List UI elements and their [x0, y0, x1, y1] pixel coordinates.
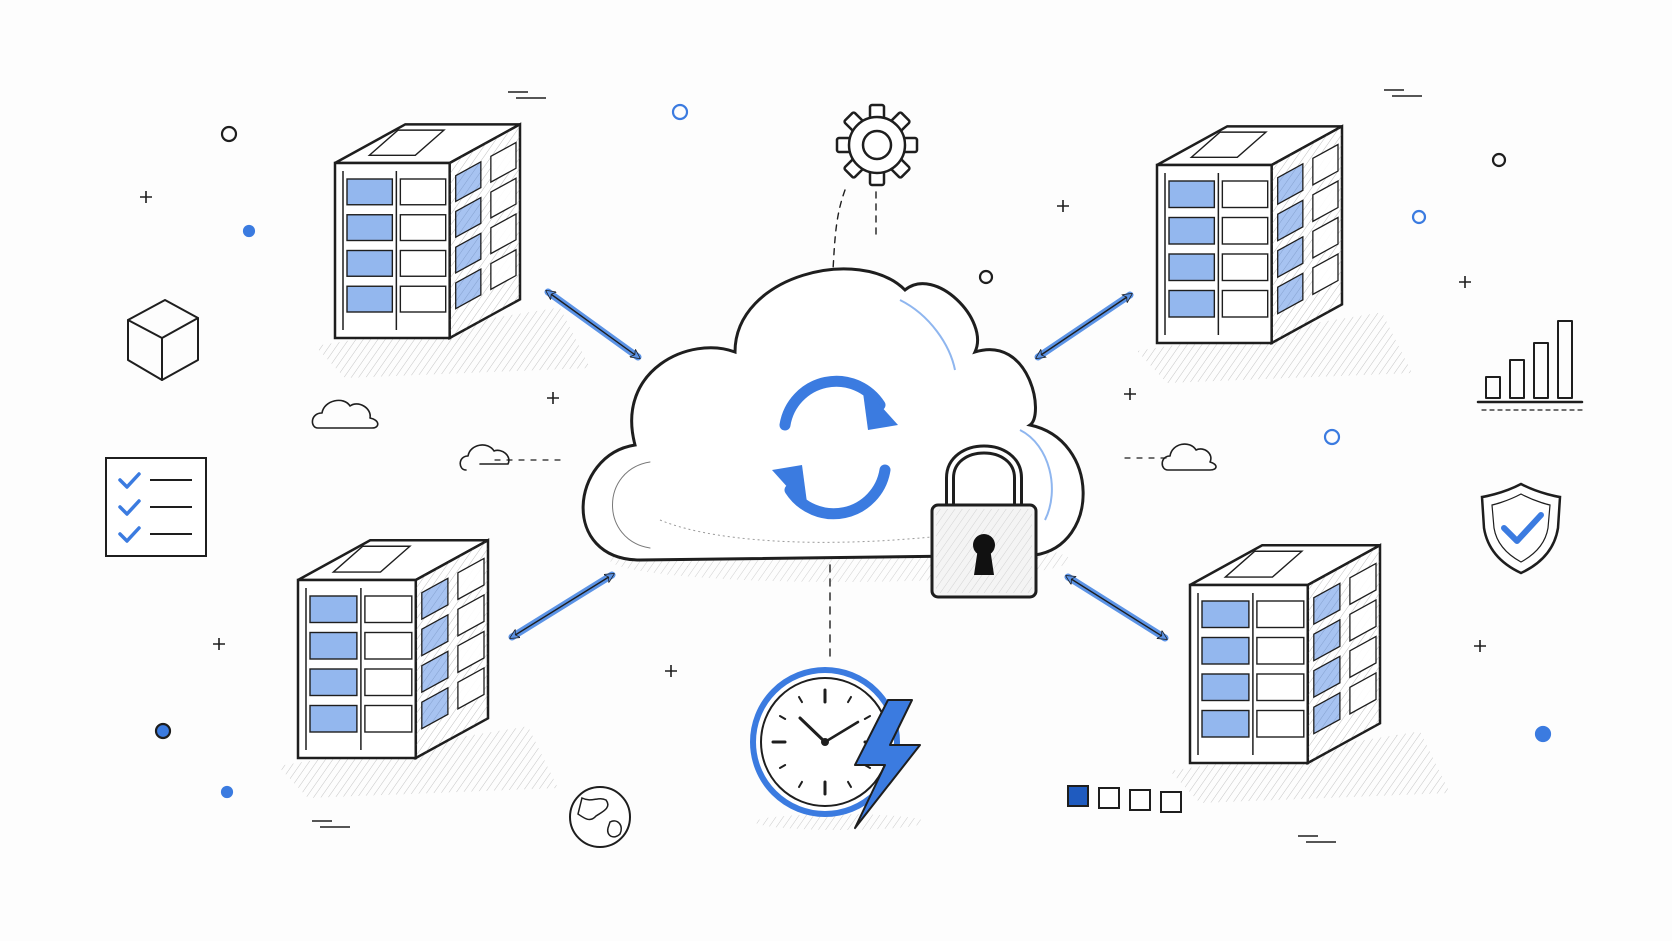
plus-mark — [665, 665, 677, 677]
sync-arrows-icon — [772, 375, 898, 520]
progress-square — [1160, 791, 1182, 813]
plus-mark — [140, 191, 152, 203]
dot — [220, 125, 238, 143]
checklist-row — [118, 526, 192, 543]
plus-mark — [1124, 388, 1136, 400]
dot — [978, 269, 994, 285]
plus-mark — [1057, 200, 1069, 212]
dot — [1491, 152, 1507, 168]
dash-mark — [508, 91, 546, 99]
cube-icon — [127, 299, 199, 381]
progress-square — [1129, 789, 1151, 811]
progress-squares-icon — [1067, 785, 1182, 813]
bar-chart-icon — [1476, 320, 1587, 411]
dot — [1323, 428, 1341, 446]
server-bottom-right — [1170, 543, 1450, 803]
dash-mark — [1384, 89, 1422, 97]
arrow-top-right — [1034, 291, 1134, 361]
dot — [242, 224, 256, 238]
dash-mark — [312, 820, 350, 828]
small-cloud-icon-left — [459, 444, 510, 471]
server-top-left — [315, 122, 590, 378]
dot — [220, 785, 234, 799]
dash-mark — [1298, 835, 1336, 843]
dot — [671, 103, 689, 121]
shield-check-icon — [1480, 482, 1562, 575]
gear-to-cloud-connector — [832, 189, 877, 271]
dot — [1534, 725, 1552, 743]
checklist-row — [118, 472, 192, 489]
checklist-row — [118, 499, 192, 516]
small-cloud-icon — [311, 399, 379, 429]
server-bottom-left — [278, 538, 558, 798]
progress-square — [1067, 785, 1089, 807]
dot — [154, 722, 172, 740]
plus-mark — [1459, 276, 1471, 288]
decorations — [140, 89, 1552, 843]
arrow-bottom-left — [508, 571, 616, 641]
progress-square — [1098, 787, 1120, 809]
plus-mark — [213, 638, 225, 650]
gear-icon — [835, 103, 919, 187]
checklist-icon — [105, 457, 207, 557]
plus-mark — [547, 392, 559, 404]
plus-mark — [1474, 640, 1486, 652]
server-top-right — [1137, 124, 1412, 383]
lightning-bolt-icon — [854, 699, 921, 829]
arrow-bottom-right — [1064, 573, 1169, 642]
dot — [1411, 209, 1427, 225]
padlock-icon — [930, 444, 1038, 599]
globe-icon — [569, 786, 631, 848]
clock-icon — [750, 667, 925, 830]
arrow-top-left — [544, 288, 642, 361]
small-cloud-icon-right — [1161, 443, 1217, 471]
